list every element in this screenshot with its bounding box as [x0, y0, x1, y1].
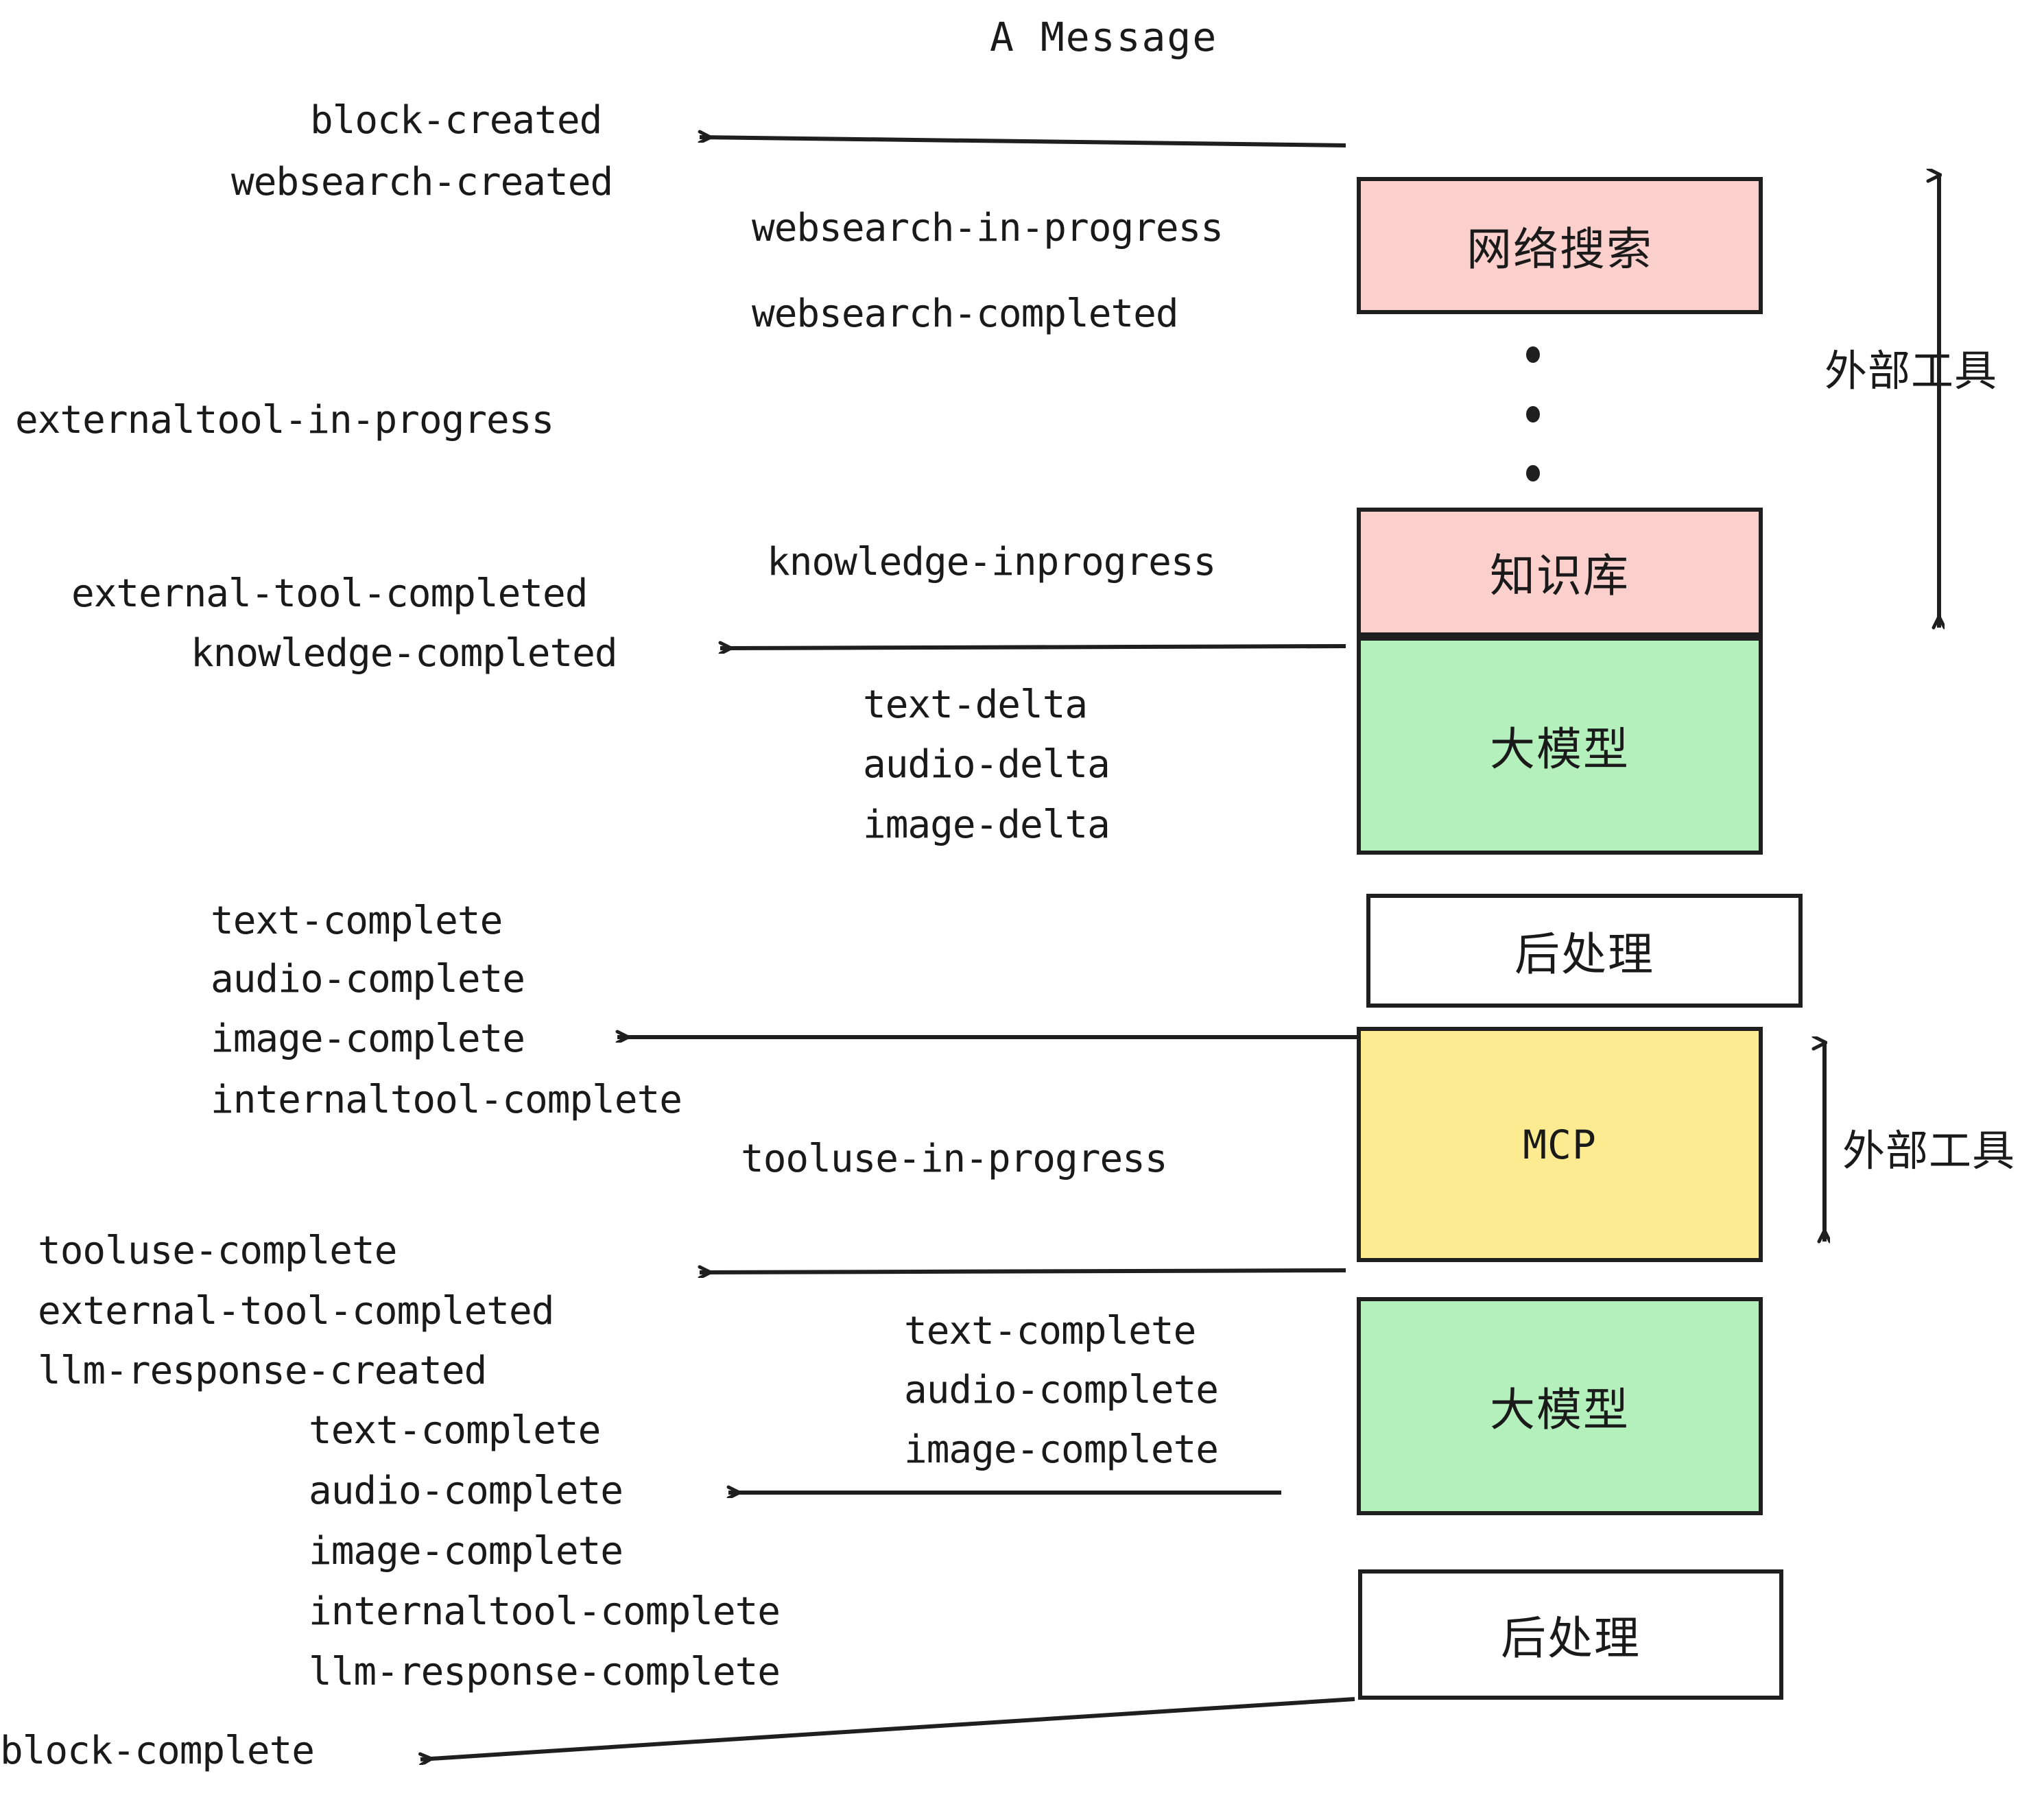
- node-llm-2[interactable]: 大模型: [1357, 1297, 1763, 1515]
- arrow-postprocess2-to-block-complete: [420, 1697, 1355, 1759]
- node-websearch[interactable]: 网络搜索: [1357, 177, 1763, 314]
- node-websearch-label: 网络搜索: [1466, 223, 1653, 276]
- event-label-llm-response-complete: llm-response-complete: [309, 1650, 781, 1694]
- event-label-text-complete-2: text-complete: [309, 1408, 601, 1453]
- node-mcp[interactable]: MCP: [1357, 1027, 1763, 1262]
- event-label-externaltool-in-progress: externaltool-in-progress: [15, 398, 554, 442]
- node-llm-1[interactable]: 大模型: [1357, 637, 1763, 855]
- event-label-audio-complete-1: audio-complete: [211, 957, 525, 1001]
- event-label-tooluse-complete: tooluse-complete: [38, 1229, 397, 1273]
- side-label-external-tools-top: 外部工具: [1825, 346, 1998, 396]
- event-label-websearch-in-progress: websearch-in-progress: [752, 206, 1224, 250]
- event-label-image-delta-2: image-complete: [904, 1427, 1219, 1472]
- event-label-llm-response-created: llm-response-created: [38, 1349, 487, 1393]
- node-llm-1-label: 大模型: [1490, 723, 1630, 776]
- event-label-block-created: block-created: [310, 98, 602, 143]
- event-label-knowledge-completed: knowledge-completed: [191, 631, 618, 676]
- node-knowledge-base[interactable]: 知识库: [1357, 508, 1763, 637]
- event-label-audio-delta-1: audio-delta: [863, 742, 1110, 787]
- arrow-websearch-to-created: [700, 137, 1346, 147]
- event-label-internaltool-complete-1: internaltool-complete: [211, 1078, 682, 1122]
- arrow-mcp-to-tooluse-complete: [700, 1270, 1346, 1272]
- event-label-image-complete-2: image-complete: [309, 1529, 623, 1574]
- node-postprocess-2[interactable]: 后处理: [1358, 1569, 1783, 1700]
- event-label-knowledge-inprogress: knowledge-inprogress: [767, 540, 1216, 584]
- event-label-external-tool-completed-1: external-tool-completed: [71, 571, 588, 616]
- page-title: A Message: [990, 14, 1218, 60]
- event-label-internaltool-complete-2: internaltool-complete: [309, 1589, 781, 1634]
- node-postprocess-1[interactable]: 后处理: [1366, 894, 1803, 1008]
- event-label-text-delta-1: text-delta: [863, 683, 1088, 727]
- event-label-tooluse-in-progress: tooluse-in-progress: [741, 1137, 1168, 1181]
- node-postprocess-2-label: 后处理: [1501, 1612, 1641, 1665]
- event-label-external-tool-completed-2: external-tool-completed: [38, 1289, 554, 1333]
- event-label-websearch-created: websearch-created: [231, 160, 613, 204]
- event-label-image-complete-1: image-complete: [211, 1017, 525, 1061]
- node-knowledge-base-label: 知识库: [1490, 549, 1630, 602]
- ellipsis-dot-1: [1526, 346, 1540, 363]
- side-label-external-tools-bottom: 外部工具: [1842, 1126, 2016, 1176]
- event-label-image-delta-1: image-delta: [863, 803, 1110, 847]
- node-llm-2-label: 大模型: [1490, 1384, 1630, 1436]
- event-label-block-complete: block-complete: [0, 1729, 315, 1773]
- event-label-text-delta-2: text-complete: [904, 1309, 1196, 1353]
- ellipsis-dot-3: [1526, 465, 1540, 482]
- event-label-websearch-completed: websearch-completed: [752, 292, 1179, 336]
- event-label-audio-complete-2: audio-complete: [309, 1469, 623, 1513]
- event-label-text-complete-1: text-complete: [211, 899, 503, 943]
- event-label-audio-delta-2: audio-complete: [904, 1368, 1219, 1412]
- arrow-knowledge-to-completed: [720, 646, 1346, 648]
- node-mcp-label: MCP: [1523, 1121, 1597, 1168]
- ellipsis-dot-2: [1526, 406, 1540, 423]
- node-postprocess-1-label: 后处理: [1514, 928, 1654, 981]
